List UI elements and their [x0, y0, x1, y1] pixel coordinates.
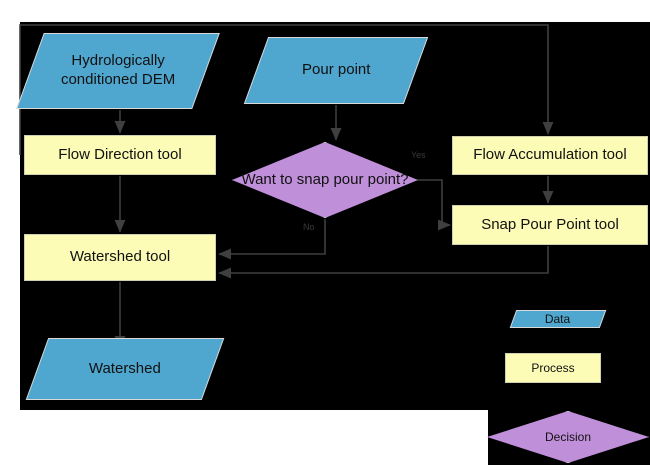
- node-label: Want to snap pour point?: [241, 170, 409, 188]
- node-flow-accumulation-tool[interactable]: Flow Accumulation tool: [452, 136, 648, 175]
- legend-item-decision: Decision: [487, 411, 649, 463]
- legend-item-data: Data: [509, 310, 607, 328]
- legend-label: Decision: [544, 429, 592, 444]
- legend-item-process: Process: [505, 353, 601, 383]
- node-snap-pour-point-tool[interactable]: Snap Pour Point tool: [452, 205, 648, 245]
- node-watershed[interactable]: Watershed: [25, 338, 225, 400]
- node-watershed-tool[interactable]: Watershed tool: [24, 234, 216, 281]
- branch-label-no: No: [303, 222, 315, 232]
- legend-label: Process: [531, 360, 575, 375]
- node-label: Watershed: [89, 359, 161, 377]
- node-hydrologically-conditioned-dem[interactable]: Hydrologically conditioned DEM: [16, 33, 220, 109]
- legend-label: Data: [545, 311, 571, 326]
- node-label: Flow Direction tool: [58, 145, 182, 163]
- node-label: Flow Accumulation tool: [473, 146, 627, 164]
- node-flow-direction-tool[interactable]: Flow Direction tool: [24, 135, 216, 175]
- branch-label-yes: Yes: [411, 150, 426, 160]
- node-decision-want-to-snap-pour-point[interactable]: Want to snap pour point?: [232, 142, 418, 218]
- node-label: Watershed tool: [69, 248, 171, 266]
- node-label: Pour point: [301, 61, 371, 79]
- node-label: Hydrologically conditioned DEM: [60, 52, 176, 88]
- node-label: Snap Pour Point tool: [481, 215, 619, 233]
- node-pour-point[interactable]: Pour point: [243, 37, 429, 104]
